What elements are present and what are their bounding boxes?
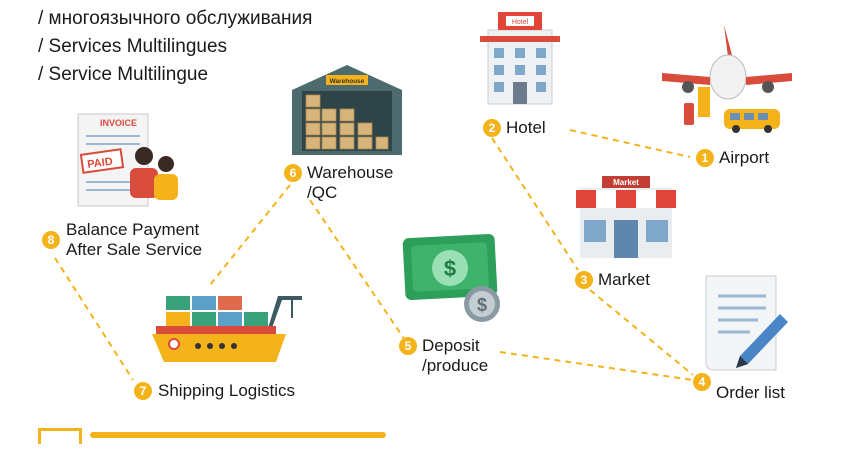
cargo-ship-icon [152, 296, 302, 362]
market-number-badge: 3 [575, 271, 593, 289]
hotel-label: Hotel [506, 118, 546, 137]
balance-number-badge: 8 [42, 231, 60, 249]
airplane-icon [662, 25, 792, 133]
warehouse-icon: Warehouse [292, 65, 402, 155]
connector-balance-shipping [54, 257, 134, 381]
money-deposit-icon: $ $ [402, 233, 500, 322]
deposit-number-badge: 5 [399, 337, 417, 355]
connector-deposit-orderlist [499, 351, 694, 381]
airport-label: Airport [719, 148, 770, 167]
order-list-document-icon [705, 275, 788, 371]
bottom-decorative-bar [90, 432, 386, 438]
deposit-label-line2: /produce [422, 356, 489, 375]
shipping-number-badge: 7 [134, 382, 152, 400]
invoice-icon: INVOICE PAID [77, 113, 178, 207]
connector-market-orderlist [589, 289, 694, 376]
hotel-building-icon: Hotel [480, 12, 560, 105]
warehouse-sign-text: Warehouse [330, 78, 365, 85]
bottom-decorative-box [38, 428, 82, 444]
connector-warehouse-deposit [309, 199, 406, 341]
balance-label-line2: After Sale Service [66, 240, 203, 259]
market-sign-text: Market [613, 178, 639, 187]
connector-warehouse-shipping [209, 184, 291, 286]
svg-text:$: $ [444, 256, 456, 281]
shipping-label: Shipping Logistics [158, 381, 296, 400]
invoice-title-text: INVOICE [100, 118, 137, 128]
deposit-label: Deposit /produce [422, 336, 488, 376]
paid-stamp-text: PAID [87, 156, 114, 171]
hotel-number-badge: 2 [483, 119, 501, 137]
header-line-french-plural: / Services Multilingues [38, 36, 228, 57]
market-store-icon: Market [576, 176, 676, 258]
hotel-sign-text: Hotel [512, 19, 529, 26]
header-line-french-singular: / Service Multilingue [38, 64, 209, 85]
svg-text:$: $ [477, 295, 487, 315]
airport-number-badge: 1 [696, 149, 714, 167]
connector-hotel-airport [569, 129, 691, 158]
warehouse-label: Warehouse /QC [307, 163, 393, 203]
warehouse-label-line1: Warehouse [307, 163, 394, 182]
order-list-number-badge: 4 [693, 373, 711, 391]
header-line-russian: / многоязычного обслуживания [38, 8, 313, 29]
market-label: Market [598, 270, 650, 289]
deposit-label-line1: Deposit [422, 336, 480, 355]
connector-hotel-market [491, 137, 579, 271]
balance-label: Balance Payment After Sale Service [66, 220, 202, 260]
balance-label-line1: Balance Payment [66, 220, 200, 239]
warehouse-number-badge: 6 [284, 164, 302, 182]
order-list-label: Order list [716, 383, 785, 402]
warehouse-label-line2: /QC [307, 183, 338, 202]
